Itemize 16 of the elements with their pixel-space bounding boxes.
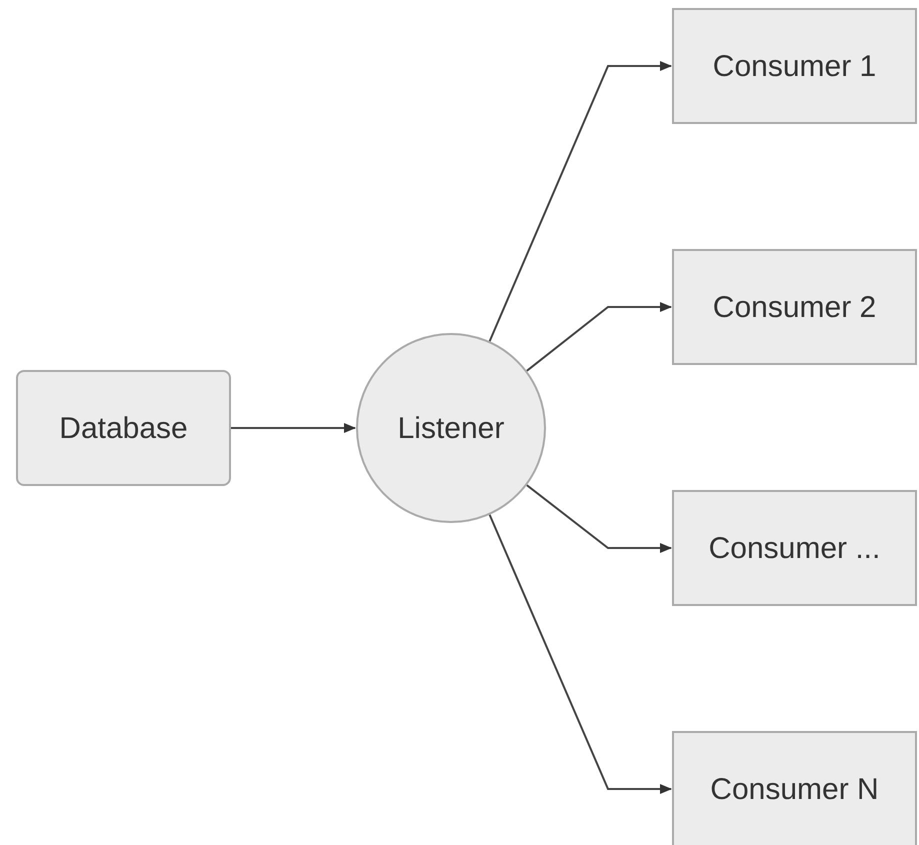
node-label: Consumer 1 xyxy=(712,48,876,84)
node-label: Listener xyxy=(398,410,504,446)
node-label: Database xyxy=(59,410,188,446)
node-label: Consumer N xyxy=(710,772,879,808)
consumer-box xyxy=(672,490,917,606)
arrow xyxy=(526,302,672,372)
consumer-box xyxy=(672,249,917,365)
node-label: Consumer 2 xyxy=(712,290,876,326)
consumer-box xyxy=(672,8,917,124)
arrow xyxy=(488,61,672,342)
consumer-box xyxy=(672,731,917,845)
arrow xyxy=(488,514,672,794)
database-box xyxy=(16,370,231,486)
arrow xyxy=(231,423,356,433)
arrow xyxy=(526,484,672,553)
node-label: Consumer ... xyxy=(708,530,880,566)
